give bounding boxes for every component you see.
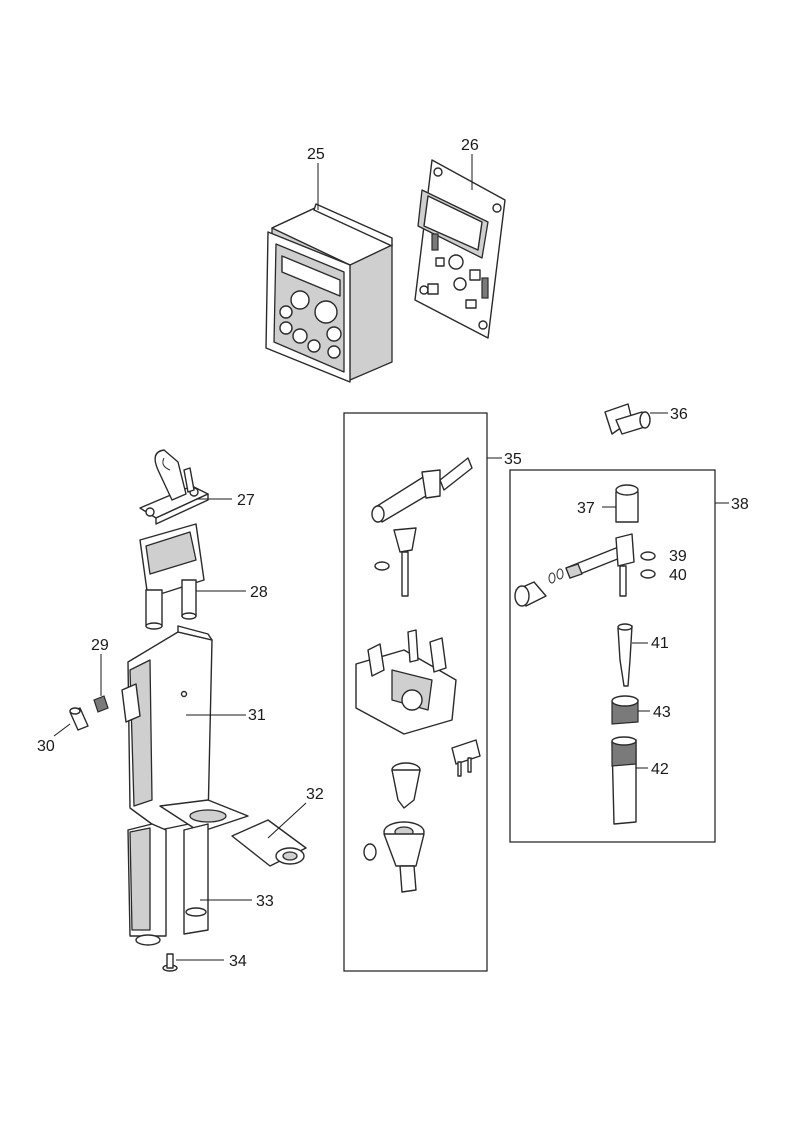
label-28: 28 (250, 584, 268, 601)
part-labels: 25 26 27 28 29 30 31 32 33 34 35 36 37 3… (37, 137, 749, 970)
label-35: 35 (504, 451, 522, 468)
part-30-cap (69, 707, 89, 731)
label-31: 31 (248, 707, 266, 724)
leader-32 (267, 802, 307, 839)
part-28-holder (139, 523, 205, 630)
part-27-bracket (139, 449, 209, 525)
label-37: 37 (577, 500, 595, 517)
part-38-valve-shaft (514, 533, 635, 607)
label-40: 40 (669, 567, 687, 584)
label-25: 25 (307, 146, 325, 163)
part-29-spring (93, 695, 109, 713)
assembly-38-parts (514, 484, 656, 825)
part-35-gear (374, 527, 417, 597)
label-43: 43 (653, 704, 671, 721)
leader-30 (53, 723, 71, 737)
part-35-frame-block (355, 629, 457, 735)
part-35-spout (363, 821, 425, 893)
label-39: 39 (669, 548, 687, 565)
label-41: 41 (651, 635, 669, 652)
label-34: 34 (229, 953, 247, 970)
label-27: 27 (237, 492, 255, 509)
part-39-oring (640, 551, 656, 561)
assembly-38-frame (509, 469, 716, 843)
assembly-35-frame (343, 412, 488, 972)
label-42: 42 (651, 761, 669, 778)
part-42-tube (611, 736, 637, 825)
label-26: 26 (461, 137, 479, 154)
part-34-screw (162, 953, 178, 972)
label-33: 33 (256, 893, 274, 910)
part-35-funnel (391, 762, 421, 809)
part-26-circuit-board (414, 159, 506, 339)
part-36-knob (604, 403, 651, 435)
part-40-oring (640, 569, 656, 579)
label-32: 32 (306, 786, 324, 803)
label-30: 30 (37, 738, 55, 755)
part-32-plate (231, 819, 307, 867)
leader-lines (53, 154, 729, 961)
part-35-switch (451, 739, 481, 777)
assembly-35-parts (355, 457, 481, 893)
part-41-pin (617, 623, 633, 687)
label-29: 29 (91, 637, 109, 654)
part-43-nut (611, 695, 639, 725)
label-38: 38 (731, 496, 749, 513)
part-31-column-body (121, 625, 249, 833)
part-37-sleeve (615, 484, 639, 523)
part-35-shaft (371, 457, 473, 523)
part-33-lower-column (127, 823, 209, 946)
label-36: 36 (670, 406, 688, 423)
part-25-control-housing (265, 203, 393, 383)
